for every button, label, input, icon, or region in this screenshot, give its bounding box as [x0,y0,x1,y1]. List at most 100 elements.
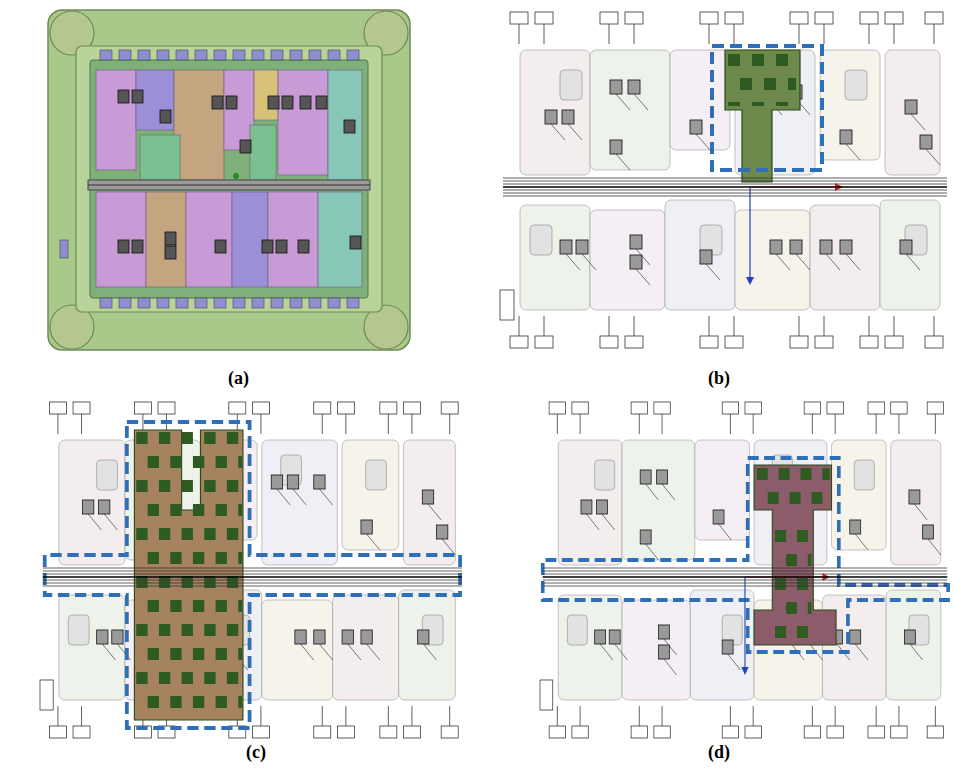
z-axis [744,577,745,667]
bond-wire [634,94,648,110]
terminal-pad [572,402,588,414]
busbar-line [543,568,947,569]
terminal-pad [625,336,643,348]
bond-wire [826,254,840,270]
mesh-pattern [775,626,786,638]
copper-trace [695,440,750,540]
bond-wire [442,539,455,555]
mesh-pattern [216,552,227,564]
highlighted-trace [725,50,800,182]
bond-wire [301,644,314,660]
bond-wire [602,514,615,530]
mesh-pattern [148,552,159,564]
terminal-pin [100,298,112,308]
bond-wire [855,534,868,550]
terminal-pin [252,50,264,60]
terminal-pad [600,12,618,24]
bond-wire [104,514,117,530]
pin-lead [662,706,663,726]
copper-trace [250,125,276,180]
terminal-pad [252,726,269,738]
bond-wire [728,654,741,670]
bond-wire [568,124,582,140]
copper-trace [254,70,278,120]
copper-trace [403,440,455,565]
terminal-pad [725,12,743,24]
bond-wire [586,514,599,530]
copper-trace [891,440,941,565]
terminal-pad [337,726,354,738]
semiconductor-chip [132,240,143,253]
semiconductor-chip [300,96,311,109]
mesh-pattern [193,600,204,612]
terminal-pin [328,50,340,60]
bond-wire [615,644,628,660]
mesh-pattern [808,602,812,614]
busbar-line [43,571,462,572]
pin-lead [835,706,836,726]
side-terminal [500,290,514,320]
substrate-base [90,60,368,298]
pin-lead [753,706,754,726]
semiconductor-chip [700,250,712,264]
mesh-pattern [238,696,242,708]
semiconductor-chip [713,510,724,524]
copper-trace [96,192,146,287]
copper-trace [886,590,941,700]
terminal-pin [252,298,264,308]
mesh-pattern [227,672,238,684]
mesh-pattern [790,492,801,504]
copper-trace [232,192,268,287]
mesh-pattern [182,624,193,636]
mesh-pattern [193,552,204,564]
copper-trace [262,440,338,565]
mesh-pattern [216,456,227,468]
mesh-pattern [797,530,808,542]
copper-trace [186,192,232,287]
terminal-pad [700,336,718,348]
terminal-pin [195,50,207,60]
mesh-pattern [801,468,812,480]
copper-trace [399,590,456,700]
terminal-pad [885,336,903,348]
semiconductor-chip [640,530,651,544]
bond-wire [696,134,710,150]
terminal-pad [925,12,943,24]
semiconductor-chip [923,525,934,539]
mesh-pattern [779,468,790,480]
terminal-pad [314,402,331,414]
semiconductor-chip [276,240,287,253]
semiconductor-chip [628,80,640,94]
terminal-pad [827,402,843,414]
mesh-pattern [204,624,215,636]
mesh-pattern [216,696,227,708]
pin-lead [345,414,346,434]
mesh-pattern [204,672,215,684]
copper-trace [146,192,186,287]
bond-wire [319,489,332,505]
copper-trace [268,192,318,287]
panel-label: (b) [708,368,730,389]
terminal-pad [827,726,843,738]
pin-lead [876,414,877,434]
copper-trace [318,192,362,287]
mesh-pattern [136,432,147,444]
pin-lead [557,414,558,434]
mesh-pattern [238,552,242,564]
pin-lead [876,706,877,726]
terminal-pad [380,726,397,738]
bond-wire [796,254,810,270]
terminal-pin [119,50,131,60]
busbar-line [503,181,947,182]
pin-lead [799,24,800,44]
busbar-line [543,586,947,587]
terminal-pad [790,12,808,24]
copper-trace [262,600,333,700]
bond-wire [582,254,596,270]
mesh-pattern [159,672,170,684]
semiconductor-chip [595,630,606,644]
terminal-pad [860,336,878,348]
semiconductor-chip [226,96,237,109]
terminal-pad [868,726,884,738]
pin-lead [57,706,58,726]
